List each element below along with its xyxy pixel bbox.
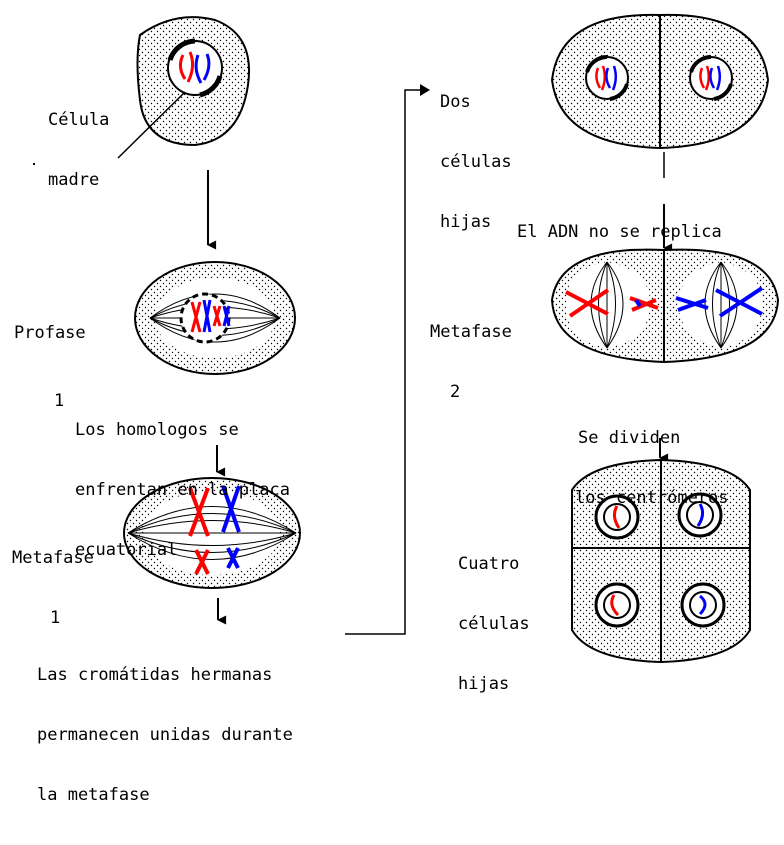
homologs-note: Los homologos se enfrentan en la placa e… [75,380,290,600]
label-line: ecuatorial [75,540,290,560]
label-line: los centrómeros [575,488,729,508]
label-line: permanecen unidas durante [37,725,293,745]
four-daughters-label: Cuatro células hijas [458,514,530,734]
metaphase-2-label: Metafase 2 [430,282,512,442]
mother-cell-label: Célula madre [48,70,109,230]
two-daughters-label: Dos células hijas [440,52,512,272]
chromatids-note: Las cromátidas hermanas permanecen unida… [37,625,293,845]
centromeres-note: Se dividen los centrómeros [575,388,729,548]
label-line: Metafase [430,322,512,342]
label-line: Célula [48,110,109,130]
flow-arrow-icon [420,84,430,96]
label-line: Las cromátidas hermanas [37,665,293,685]
label-line: hijas [440,212,512,232]
label-line: madre [48,170,109,190]
label-line: Cuatro [458,554,530,574]
two-daughter-cells [552,15,768,148]
label-line: células [458,614,530,634]
label-line: células [440,152,512,172]
flow-connector [345,90,420,634]
label-line: enfrentan en la placa [75,480,290,500]
label-line: Dos [440,92,512,112]
label-line: 2 [430,382,512,402]
label-line: Se dividen [575,428,729,448]
dna-note: El ADN no se replica [517,182,722,282]
meiosis-diagram: Célula madre Profase 1 Los homologos se … [0,0,784,687]
label-line: hijas [458,674,530,694]
mother-cell [138,17,250,145]
label-line: El ADN no se replica [517,222,722,242]
label-line: la metafase [37,785,293,805]
prophase-1-cell [135,262,295,374]
label-line: Los homologos se [75,420,290,440]
label-line: Profase [14,323,86,343]
label-line: Metafase [12,548,94,568]
